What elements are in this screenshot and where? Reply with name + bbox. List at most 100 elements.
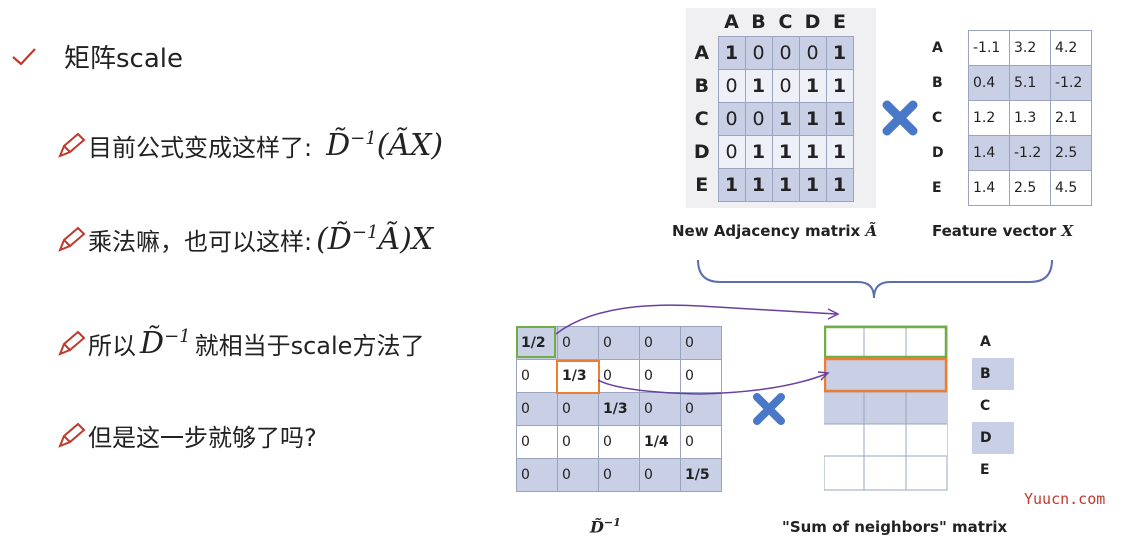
matrix-cell: 1/4 bbox=[639, 425, 681, 459]
matrix-cell: 2.1 bbox=[1050, 100, 1092, 136]
col-header: B bbox=[751, 11, 766, 33]
row-header: D bbox=[932, 145, 944, 161]
matrix-cell: 1/3 bbox=[598, 392, 640, 426]
matrix-cell: 0 bbox=[557, 392, 599, 426]
formula-1: D̃−1(ÃX) bbox=[326, 128, 444, 163]
matrix-cell: 0 bbox=[639, 359, 681, 393]
sum-row-label: E bbox=[980, 462, 990, 478]
matrix-cell: 1 bbox=[744, 69, 773, 103]
page-title: 矩阵scale bbox=[64, 44, 183, 74]
title-row: 矩阵scale bbox=[10, 38, 183, 75]
sum-matrix-grid bbox=[823, 325, 948, 491]
matrix-cell: 1 bbox=[717, 168, 746, 202]
pencil-icon bbox=[58, 330, 86, 356]
matrix-cell: 0 bbox=[516, 392, 558, 426]
matrix-cell: 0 bbox=[516, 425, 558, 459]
bullet-4: 但是这一步就够了吗? bbox=[56, 418, 317, 453]
matrix-cell: 0 bbox=[516, 359, 558, 393]
row-header: A bbox=[694, 42, 710, 64]
matrix-cell: 1 bbox=[717, 36, 746, 70]
sum-row-label: D bbox=[972, 422, 1014, 454]
sum-matrix bbox=[823, 324, 948, 492]
matrix-cell: 0 bbox=[717, 135, 746, 169]
matrix-cell: -1.1 bbox=[968, 30, 1010, 66]
matrix-cell: 0 bbox=[744, 102, 773, 136]
matrix-cell: 1 bbox=[825, 69, 854, 103]
highlight-orange-dinv bbox=[556, 360, 600, 394]
dinv-caption: D̃−1 bbox=[590, 516, 621, 537]
adjacency-caption: New Adjacency matrix Ã bbox=[672, 222, 878, 240]
matrix-cell: 1.3 bbox=[1009, 100, 1051, 136]
matrix-cell: 0 bbox=[680, 326, 722, 360]
matrix-cell: 0 bbox=[717, 102, 746, 136]
matrix-cell: 0 bbox=[598, 359, 640, 393]
matrix-cell: 1 bbox=[825, 102, 854, 136]
bullet-1: 目前公式变成这样了: D̃−1(ÃX) bbox=[56, 128, 443, 163]
matrix-cell: 1 bbox=[771, 135, 800, 169]
sum-row-label: B bbox=[972, 358, 1014, 390]
matrix-cell: 0 bbox=[771, 36, 800, 70]
matrix-cell: 0 bbox=[639, 326, 681, 360]
matrix-cell: 1 bbox=[825, 135, 854, 169]
bullet-2-text: 乘法嘛，也可以这样: bbox=[88, 228, 313, 256]
feature-caption: Feature vector X bbox=[932, 222, 1074, 240]
watermark: Yuucn.com bbox=[1024, 490, 1106, 508]
matrix-cell: 0 bbox=[680, 425, 722, 459]
matrix-cell: 4.2 bbox=[1050, 30, 1092, 66]
bullet-2: 乘法嘛，也可以这样: (D̃−1Ã)X bbox=[56, 222, 433, 257]
bullet-3-text-before: 所以 bbox=[88, 332, 136, 360]
matrix-cell: -1.2 bbox=[1009, 135, 1051, 171]
matrix-cell: 0 bbox=[557, 326, 599, 360]
matrix-cell: 2.5 bbox=[1050, 135, 1092, 171]
matrix-cell: 1 bbox=[825, 36, 854, 70]
matrix-cell: 2.5 bbox=[1009, 170, 1051, 206]
row-header: A bbox=[932, 40, 943, 56]
pencil-icon bbox=[58, 132, 86, 158]
pencil-icon bbox=[58, 226, 86, 252]
matrix-cell: 0 bbox=[680, 359, 722, 393]
matrix-cell: 0 bbox=[557, 425, 599, 459]
matrix-cell: 0 bbox=[598, 425, 640, 459]
matrix-cell: 0 bbox=[680, 392, 722, 426]
matrix-cell: 0 bbox=[639, 458, 681, 492]
row-header: B bbox=[694, 75, 709, 97]
matrix-cell: 1.4 bbox=[968, 170, 1010, 206]
brace-icon bbox=[697, 259, 1053, 299]
matrix-cell: 1 bbox=[798, 102, 827, 136]
matrix-cell: 1 bbox=[771, 102, 800, 136]
multiply-icon bbox=[882, 100, 918, 136]
matrix-cell: 1.2 bbox=[968, 100, 1010, 136]
matrix-cell: 5.1 bbox=[1009, 65, 1051, 101]
formula-2: (D̃−1Ã)X bbox=[316, 222, 434, 257]
formula-3: D̃−1 bbox=[140, 326, 191, 361]
matrix-cell: 0 bbox=[557, 458, 599, 492]
sum-row-label: C bbox=[980, 398, 991, 414]
matrix-cell: 0 bbox=[798, 36, 827, 70]
matrix-cell: 3.2 bbox=[1009, 30, 1051, 66]
sum-row-label: A bbox=[980, 334, 991, 350]
bullet-4-text: 但是这一步就够了吗? bbox=[88, 424, 317, 452]
matrix-cell: 4.5 bbox=[1050, 170, 1092, 206]
matrix-cell: 0 bbox=[598, 326, 640, 360]
highlight-green-dinv bbox=[516, 326, 556, 358]
row-header: C bbox=[932, 110, 943, 126]
bullet-1-text: 目前公式变成这样了: bbox=[88, 134, 313, 162]
col-header: E bbox=[833, 11, 846, 33]
matrix-cell: 0 bbox=[598, 458, 640, 492]
matrix-cell: 1 bbox=[825, 168, 854, 202]
matrix-cell: 1 bbox=[798, 69, 827, 103]
matrix-cell: 1 bbox=[771, 168, 800, 202]
multiply-icon bbox=[753, 393, 785, 425]
matrix-cell: 1/5 bbox=[680, 458, 722, 492]
sum-caption: "Sum of neighbors" matrix bbox=[782, 518, 1008, 536]
row-header: D bbox=[693, 141, 710, 163]
matrix-cell: 0 bbox=[771, 69, 800, 103]
matrix-cell: 1/2 bbox=[516, 326, 558, 360]
matrix-cell: 1 bbox=[798, 135, 827, 169]
pencil-icon bbox=[58, 422, 86, 448]
